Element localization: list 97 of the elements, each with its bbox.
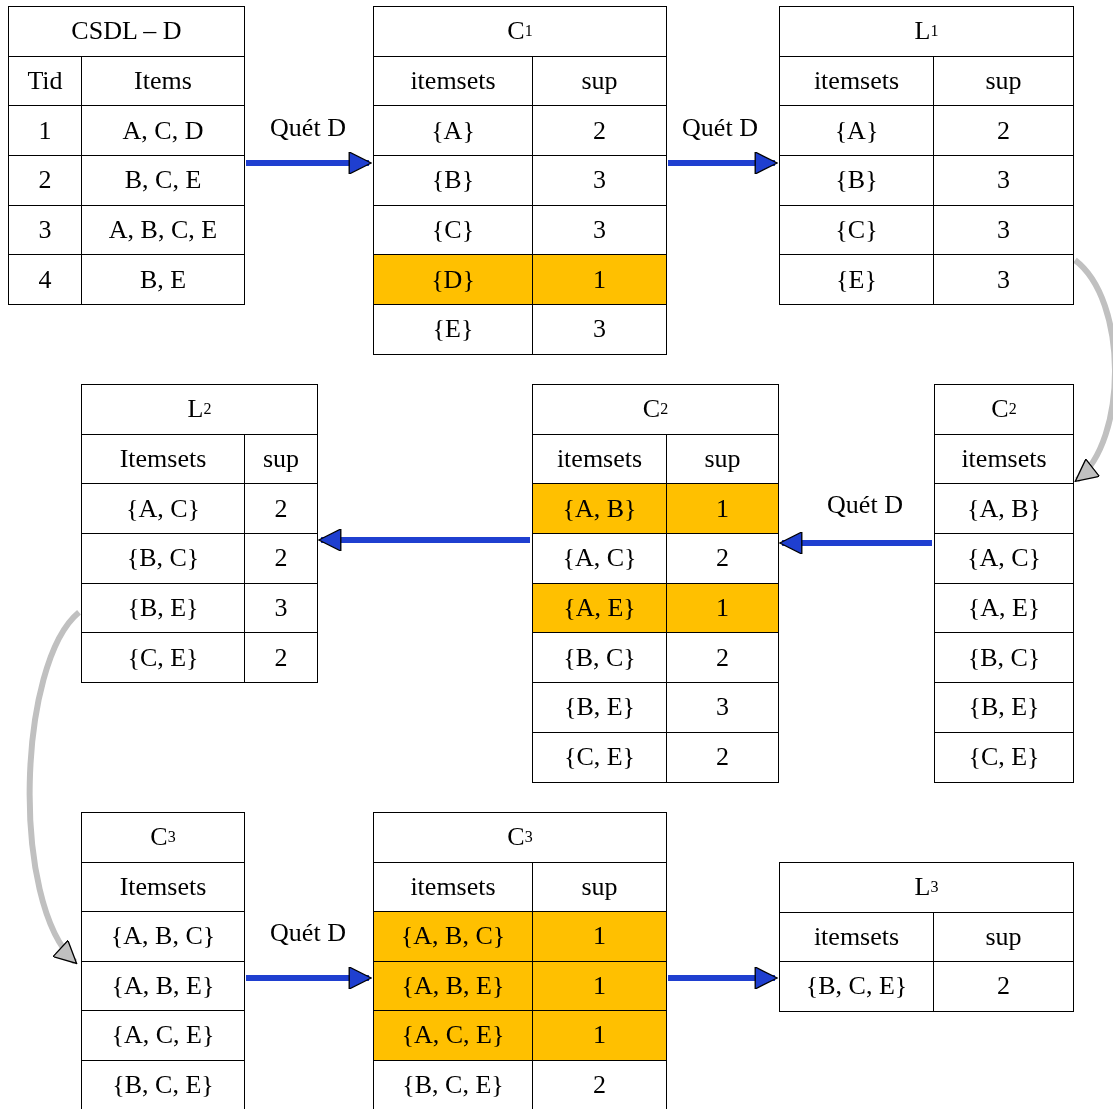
column-header: sup	[533, 56, 667, 107]
table-cell: {C}	[374, 205, 533, 256]
column-header: sup	[934, 56, 1074, 107]
table-cell: 1	[533, 961, 667, 1011]
table-cell: {A, E}	[935, 583, 1074, 634]
table-cell: 1	[533, 912, 667, 962]
table-cell: {A, C}	[533, 534, 667, 584]
table-cell: 2	[934, 962, 1074, 1012]
column-header: sup	[934, 912, 1074, 962]
table-cell: A, B, C, E	[82, 205, 245, 256]
table-title: CSDL – D	[9, 7, 245, 57]
table-cell: {A}	[780, 106, 934, 157]
table-cell: {A, C, E}	[82, 1011, 245, 1061]
data-table	[779, 862, 1074, 1012]
table-cell: {B, C}	[82, 534, 245, 584]
table-cell: 2	[533, 106, 667, 157]
data-table	[779, 6, 1074, 306]
table-cell: {A, B, E}	[374, 961, 533, 1011]
table-cell: {B, E}	[533, 683, 667, 733]
table-cell: {A, B}	[533, 484, 667, 535]
column-header: itemsets	[780, 912, 934, 962]
arrow	[668, 151, 778, 175]
table-cell: {B, C}	[935, 633, 1074, 684]
table-cell: A, C, D	[82, 106, 245, 157]
table-cell: 1	[9, 106, 82, 157]
table-cell: 2	[667, 732, 779, 783]
arrow	[779, 531, 932, 555]
table-cell: 2	[667, 633, 779, 684]
column-header: Itemsets	[82, 862, 245, 912]
table-cell: {C, E}	[82, 633, 245, 684]
table-cell: 3	[533, 205, 667, 256]
table-cell: {B}	[374, 156, 533, 206]
table-cell: 2	[667, 534, 779, 584]
column-header: sup	[667, 434, 779, 485]
data-table	[532, 384, 779, 783]
column-header: Itemsets	[82, 434, 245, 485]
table-cell: {B}	[780, 156, 934, 206]
table-cell: 2	[245, 633, 318, 684]
arrow	[668, 966, 778, 990]
arrow	[26, 610, 82, 965]
table-cell: {A, C, E}	[374, 1011, 533, 1061]
table-cell: B, E	[82, 255, 245, 306]
table-cell: {B, E}	[935, 683, 1074, 733]
table-cell: {A, B, C}	[82, 912, 245, 962]
table-cell: 1	[533, 1011, 667, 1061]
column-header: itemsets	[780, 56, 934, 107]
table-cell: {A, C}	[82, 484, 245, 535]
table-cell: {A, C}	[935, 534, 1074, 584]
column-header: sup	[245, 434, 318, 485]
table-cell: {A, B, C}	[374, 912, 533, 962]
table-cell: 1	[667, 583, 779, 634]
arrow	[1072, 258, 1113, 483]
table-cell: {A}	[374, 106, 533, 157]
data-table	[934, 384, 1074, 783]
column-header: Tid	[9, 56, 82, 107]
table-cell: 2	[934, 106, 1074, 157]
column-header: sup	[533, 862, 667, 912]
table-cell: 3	[934, 255, 1074, 306]
data-table	[81, 384, 318, 684]
table-cell: 3	[667, 683, 779, 733]
table-cell: {E}	[780, 255, 934, 306]
data-table	[373, 812, 667, 1109]
table-cell: 3	[533, 305, 667, 355]
column-header: itemsets	[374, 862, 533, 912]
table-cell: 4	[9, 255, 82, 306]
table-cell: {B, E}	[82, 583, 245, 634]
table-cell: 3	[533, 156, 667, 206]
table-cell: {A, B, E}	[82, 961, 245, 1011]
column-header: itemsets	[533, 434, 667, 485]
table-cell: 3	[9, 205, 82, 256]
data-table	[8, 6, 245, 306]
column-header: itemsets	[935, 434, 1074, 485]
arrow	[318, 528, 530, 552]
table-cell: 2	[9, 156, 82, 206]
table-cell: {B, C, E}	[780, 962, 934, 1012]
arrow	[246, 151, 372, 175]
table-cell: 3	[934, 156, 1074, 206]
table-cell: 2	[245, 534, 318, 584]
table-cell: 1	[667, 484, 779, 535]
column-header: itemsets	[374, 56, 533, 107]
table-cell: 3	[245, 583, 318, 634]
arrow	[246, 966, 372, 990]
table-cell: 2	[245, 484, 318, 535]
data-table	[81, 812, 245, 1109]
data-table	[373, 6, 667, 355]
table-cell: B, C, E	[82, 156, 245, 206]
table-cell: 1	[533, 255, 667, 306]
table-cell: {B, C}	[533, 633, 667, 684]
table-cell: {D}	[374, 255, 533, 306]
table-cell: {C, E}	[935, 732, 1074, 783]
table-cell: {C}	[780, 205, 934, 256]
table-cell: {C, E}	[533, 732, 667, 783]
table-cell: {A, B}	[935, 484, 1074, 535]
table-cell: {A, E}	[533, 583, 667, 634]
table-cell: 3	[934, 205, 1074, 256]
table-cell: {E}	[374, 305, 533, 355]
column-header: Items	[82, 56, 245, 107]
